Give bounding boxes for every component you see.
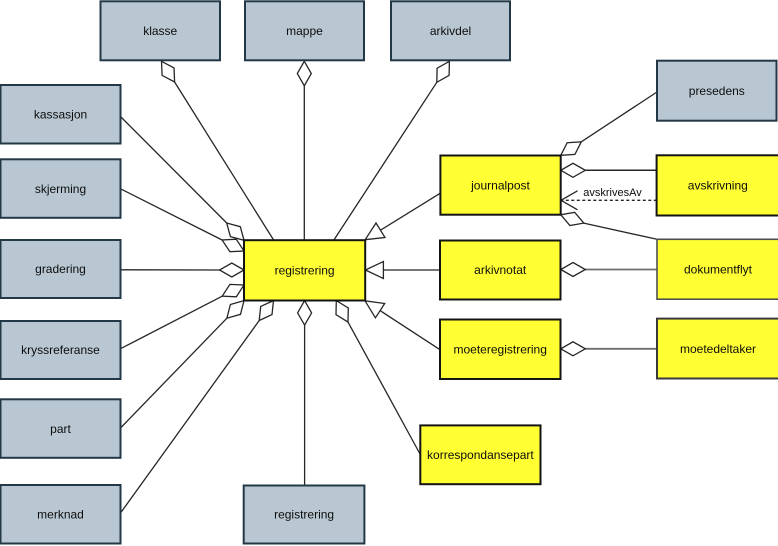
svg-text:korrespondansepart: korrespondansepart <box>427 448 534 462</box>
svg-text:kryssreferanse: kryssreferanse <box>21 343 100 357</box>
svg-text:part: part <box>50 422 71 436</box>
svg-text:arkivnotat: arkivnotat <box>474 263 527 277</box>
svg-text:skjerming: skjerming <box>35 182 86 196</box>
svg-text:moetedeltaker: moetedeltaker <box>680 342 756 356</box>
svg-text:merknad: merknad <box>37 508 84 522</box>
svg-text:kassasjon: kassasjon <box>34 108 87 122</box>
svg-text:registrering: registrering <box>274 508 334 522</box>
svg-text:avskrivning: avskrivning <box>688 179 748 193</box>
svg-text:gradering: gradering <box>35 262 86 276</box>
svg-text:presedens: presedens <box>689 84 745 98</box>
svg-text:moeteregistrering: moeteregistrering <box>454 342 547 356</box>
svg-text:journalpost: journalpost <box>470 178 530 192</box>
svg-text:mappe: mappe <box>286 24 323 38</box>
svg-text:klasse: klasse <box>143 24 177 38</box>
svg-text:arkivdel: arkivdel <box>430 24 471 38</box>
svg-text:dokumentflyt: dokumentflyt <box>684 262 753 276</box>
svg-text:avskrivesAv: avskrivesAv <box>583 187 642 199</box>
svg-text:registrering: registrering <box>275 264 335 278</box>
